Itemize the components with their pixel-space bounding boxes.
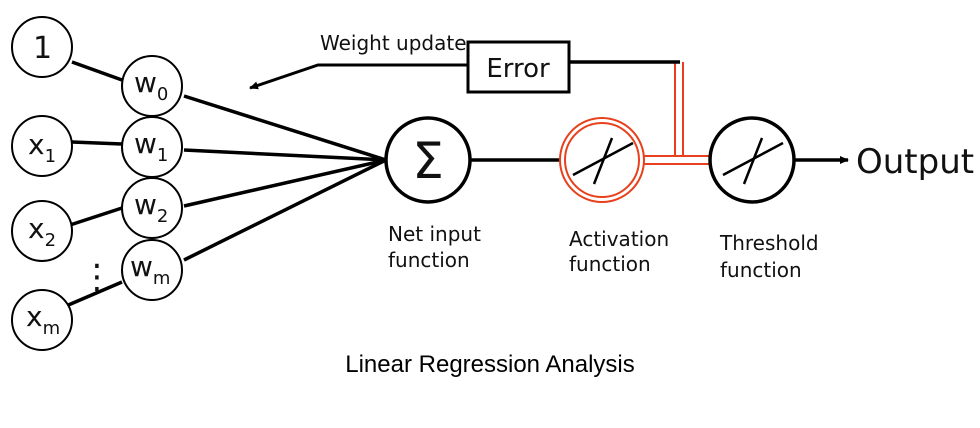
weight-sum-edges: [183, 94, 387, 262]
input-node-xm: [11, 289, 73, 351]
edge-input-m: [65, 280, 123, 308]
activation-label-line1: Activation: [569, 227, 669, 251]
weight-update-arrow: [249, 63, 468, 90]
net-input-label-line2: function: [388, 248, 470, 272]
sum-icon: Σ: [412, 132, 444, 190]
input-weight-edges: [65, 60, 123, 308]
diagram-caption: Linear Regression Analysis: [345, 351, 635, 378]
threshold-function-icon: [722, 137, 784, 185]
input-label-x2: x2: [28, 212, 56, 251]
error-box: [466, 40, 571, 94]
edge-input-2: [69, 206, 123, 227]
input-label-xm: xm: [26, 300, 60, 339]
weight-node-w2: [121, 177, 183, 239]
error-label: Error: [486, 54, 550, 84]
input-ellipsis: ⋮: [80, 257, 114, 297]
weight-nodes: [121, 55, 183, 301]
edge-activation-threshold: [644, 155, 711, 165]
input-node-x2: [11, 200, 73, 262]
edge-input-1: [71, 140, 123, 146]
edge-input-0: [71, 60, 123, 82]
activation-function-icon: [572, 137, 634, 185]
threshold-label-line1: Threshold: [719, 231, 819, 255]
weight-label-w0: w0: [134, 66, 168, 105]
input-nodes: [11, 16, 73, 351]
weight-update-label: Weight update: [320, 31, 467, 55]
input-node-x1: [11, 115, 73, 177]
input-label-x1: x1: [28, 128, 56, 167]
weight-label-w2: w2: [134, 188, 168, 227]
activation-node: [559, 117, 645, 203]
weight-label-w1: w1: [134, 127, 168, 166]
input-node-1: [11, 16, 73, 78]
edge-weight-2: [183, 158, 387, 208]
error-feedback-line: [674, 62, 684, 156]
weight-node-wm: [121, 239, 183, 301]
edge-weight-m: [183, 158, 387, 262]
threshold-label-line2: function: [720, 258, 802, 282]
activation-label-line2: function: [569, 252, 651, 276]
edge-weight-1: [183, 148, 387, 162]
net-input-label-line1: Net input: [388, 222, 481, 246]
edge-weight-0: [183, 94, 387, 162]
output-label: Output: [856, 142, 974, 182]
weight-label-wm: wm: [130, 250, 170, 289]
input-label-1: 1: [33, 31, 52, 66]
